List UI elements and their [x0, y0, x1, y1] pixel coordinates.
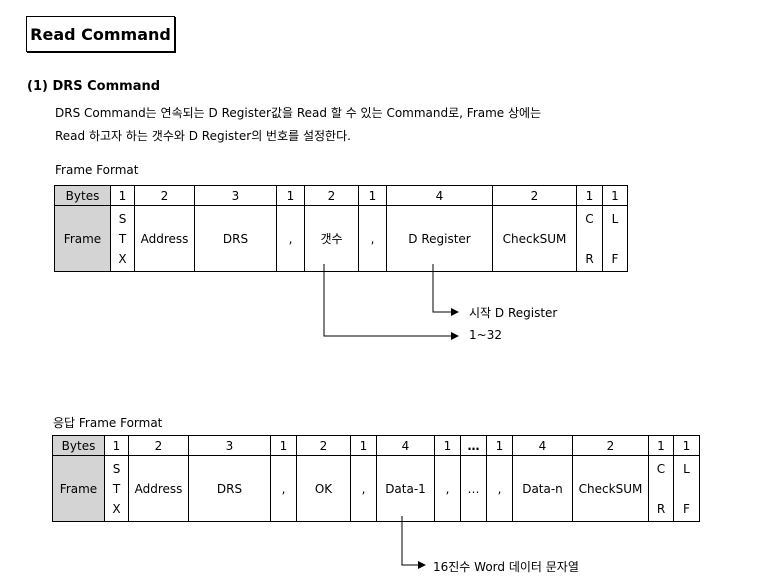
- count-cell: 갯수: [304, 205, 359, 272]
- stx-cell: S T X: [110, 205, 135, 272]
- checksum-cell: CheckSUM: [492, 205, 577, 272]
- address-cell: Address: [128, 455, 189, 522]
- command-cell: DRS: [188, 455, 271, 522]
- arrow-hex-data: [401, 516, 426, 569]
- ok-cell: OK: [296, 455, 351, 522]
- page-title: Read Command: [26, 16, 175, 52]
- cr-cell: C R: [576, 205, 603, 272]
- section-heading: (1) DRS Command: [27, 79, 161, 94]
- response-frame-caption: 응답 Frame Format: [53, 416, 163, 430]
- request-frame-caption: Frame Format: [55, 163, 139, 177]
- d-register-cell: D Register: [386, 205, 493, 272]
- frame-label: Frame: [54, 205, 111, 272]
- response-frame-row: Frame S T X Address DRS , OK , Data-1 , …: [52, 455, 700, 522]
- arrow-count-range: [323, 264, 459, 340]
- data-1-cell: Data-1: [376, 455, 435, 522]
- comma-cell: ,: [276, 205, 305, 272]
- annotation-count-range: 1~32: [469, 328, 502, 342]
- frame-label: Frame: [52, 455, 105, 522]
- data-n-cell: Data-n: [512, 455, 573, 522]
- stx-cell: S T X: [104, 455, 129, 522]
- comma-cell: ,: [486, 455, 513, 522]
- description-line-2: Read 하고자 하는 갯수와 D Register의 번호를 설정한다.: [55, 129, 351, 143]
- lf-cell: L F: [673, 455, 700, 522]
- request-frame-row: Frame S T X Address DRS , 갯수 , D Registe…: [54, 205, 628, 272]
- annotation-hex-data: 16진수 Word 데이터 문자열: [433, 560, 579, 574]
- request-bytes-row: Bytes 1 2 3 1 2 1 4 2 1 1: [54, 185, 628, 206]
- annotation-start-register: 시작 D Register: [469, 306, 558, 320]
- arrow-start-register: [432, 264, 459, 316]
- request-frame-table: Bytes 1 2 3 1 2 1 4 2 1 1 Frame S T X Ad…: [54, 185, 628, 272]
- lf-cell: L F: [602, 205, 628, 272]
- description-line-1: DRS Command는 연속되는 D Register값을 Read 할 수 …: [55, 106, 542, 120]
- checksum-cell: CheckSUM: [572, 455, 649, 522]
- page-title-text: Read Command: [30, 24, 171, 44]
- bytes-label: Bytes: [52, 435, 105, 456]
- response-frame-table: Bytes 1 2 3 1 2 1 4 1 … 1 4 2 1 1 Frame …: [52, 435, 700, 522]
- bytes-label: Bytes: [54, 185, 111, 206]
